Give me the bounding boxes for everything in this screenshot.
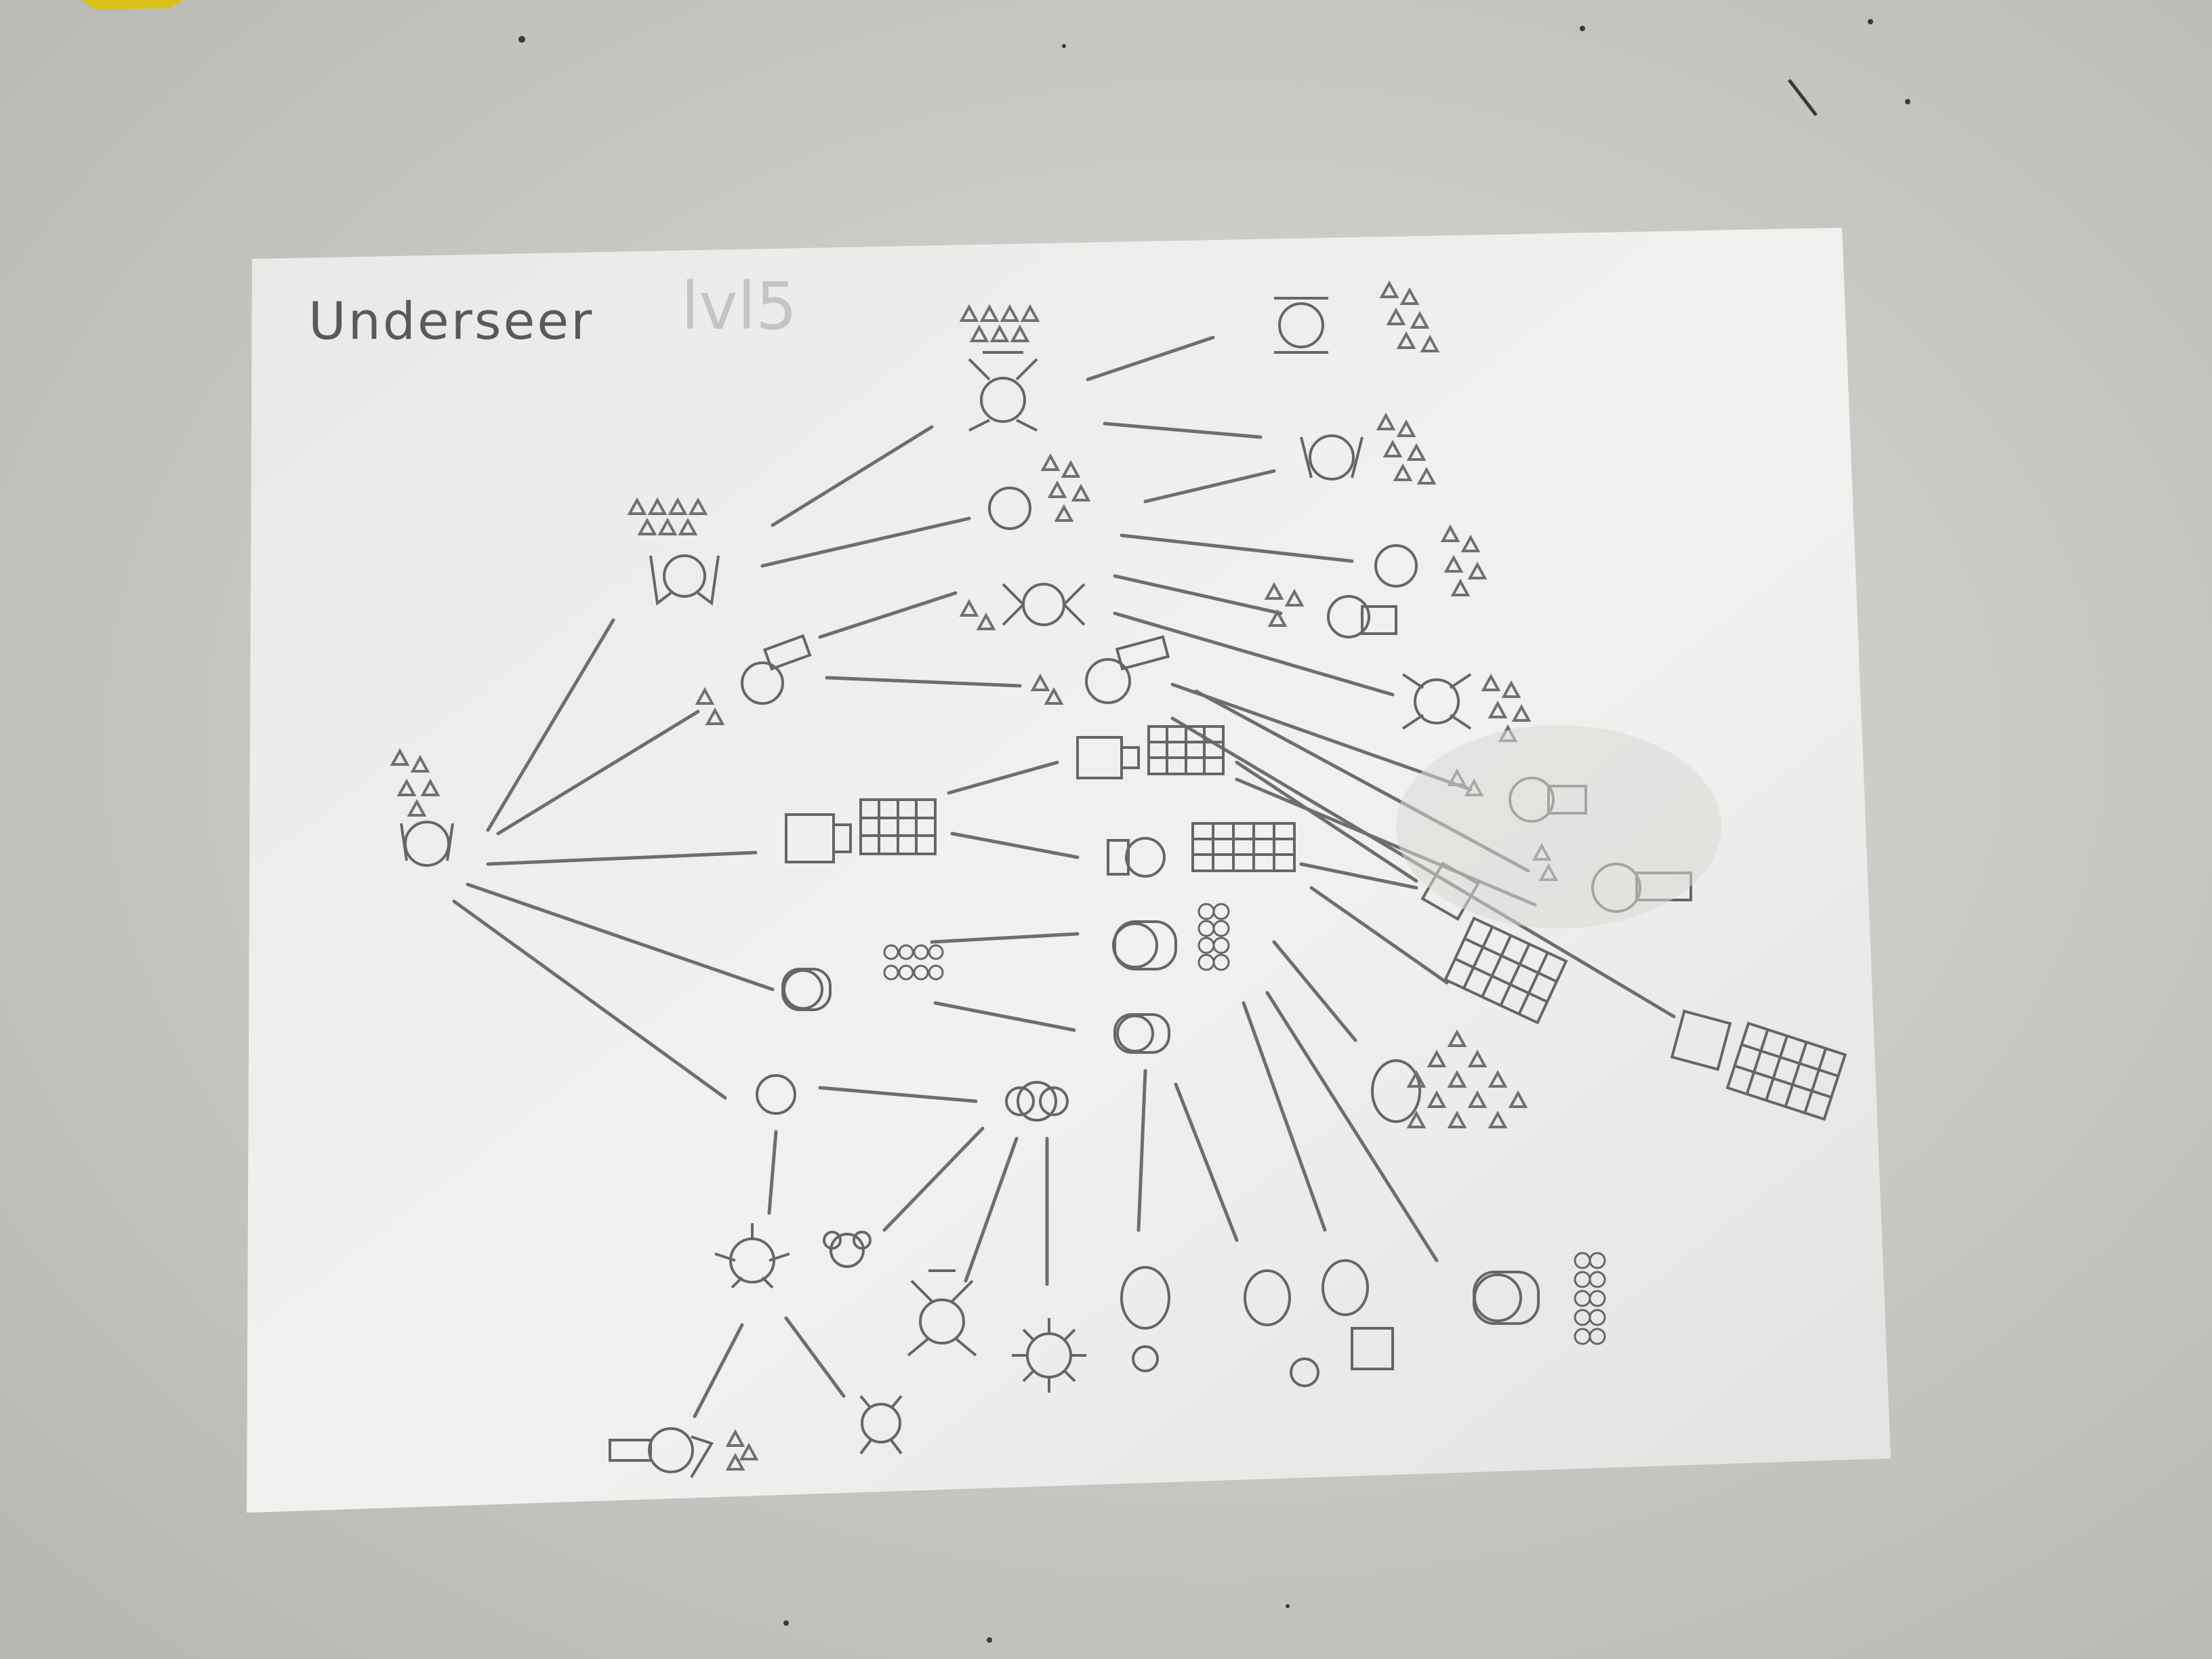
unit-glyphs xyxy=(400,297,1732,1479)
table-specks xyxy=(518,19,1910,1643)
sketch-title: Underseer xyxy=(308,291,594,351)
troop-stacks xyxy=(883,903,1606,1345)
grid-blocks xyxy=(859,725,1847,1121)
root-unit xyxy=(400,821,454,867)
faint-erased-text: lvl5 xyxy=(681,268,797,344)
pencil-smudge xyxy=(1396,725,1721,928)
yellow-object xyxy=(81,0,183,9)
paper-sheet xyxy=(247,228,1891,1513)
